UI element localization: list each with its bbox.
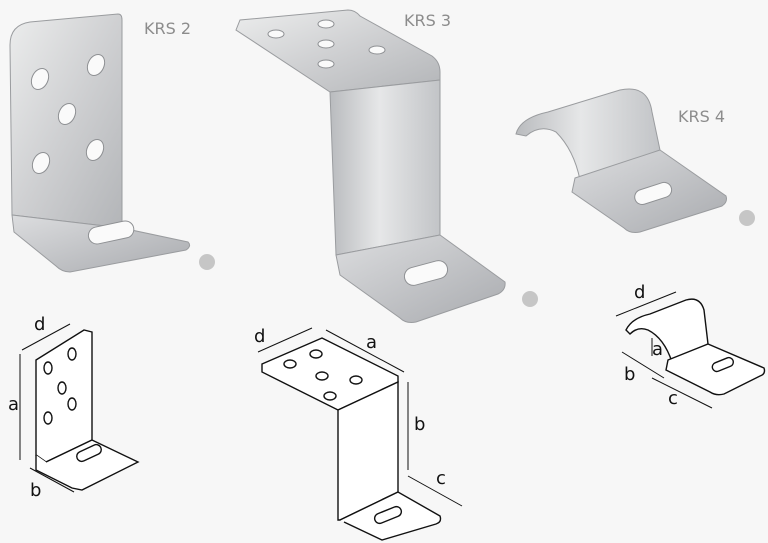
krs3-photo (235, 9, 506, 323)
krs2-label: KRS 2 (144, 19, 191, 38)
krs2-photo (9, 13, 191, 273)
krs3-dim-c: c (436, 468, 446, 489)
krs4-dim-a: a (652, 339, 663, 360)
krs3-label: KRS 3 (404, 11, 451, 30)
krs4-drawing (615, 291, 766, 409)
krs4-dim-c: c (668, 388, 678, 409)
krs3-dot (522, 291, 538, 307)
krs3-dim-a: a (366, 332, 377, 353)
krs3-dim-d: d (254, 326, 265, 347)
krs2-dot (199, 254, 215, 270)
krs4-label: KRS 4 (678, 107, 725, 126)
krs2-drawing (19, 323, 140, 493)
krs3-dim-b: b (414, 414, 425, 435)
krs4-photo (515, 88, 727, 233)
krs2-dim-b: b (30, 480, 41, 501)
krs4-dot (739, 210, 755, 226)
krs3-drawing (257, 327, 463, 541)
krs2-dim-d: d (34, 314, 45, 335)
krs4-dim-b: b (624, 364, 635, 385)
krs4-dim-d: d (634, 282, 645, 303)
krs2-dim-a: a (8, 394, 19, 415)
